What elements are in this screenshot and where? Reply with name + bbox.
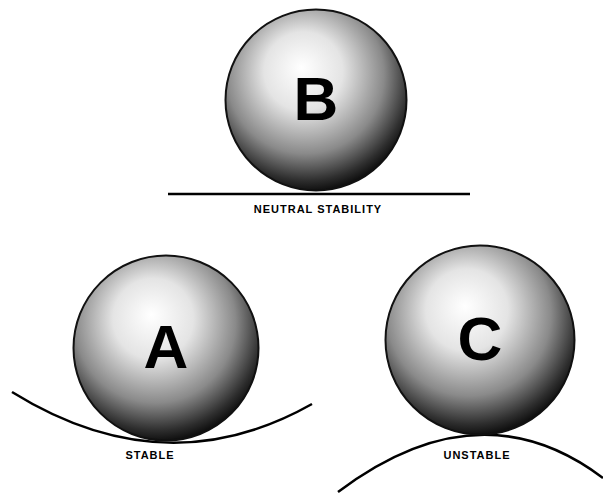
ball-letter: A: [144, 316, 189, 378]
surface-caption: NEUTRAL STABILITY: [254, 203, 382, 215]
surface-caption: UNSTABLE: [443, 449, 510, 461]
convex-surface: [338, 435, 603, 492]
ball-circle: A: [72, 254, 260, 442]
flat-surface: [168, 193, 470, 196]
surface-caption: STABLE: [125, 449, 174, 461]
ball-circle: B: [224, 8, 408, 192]
ball-letter: C: [458, 308, 503, 370]
ball-letter: B: [294, 68, 339, 130]
ball-circle: C: [384, 244, 576, 436]
